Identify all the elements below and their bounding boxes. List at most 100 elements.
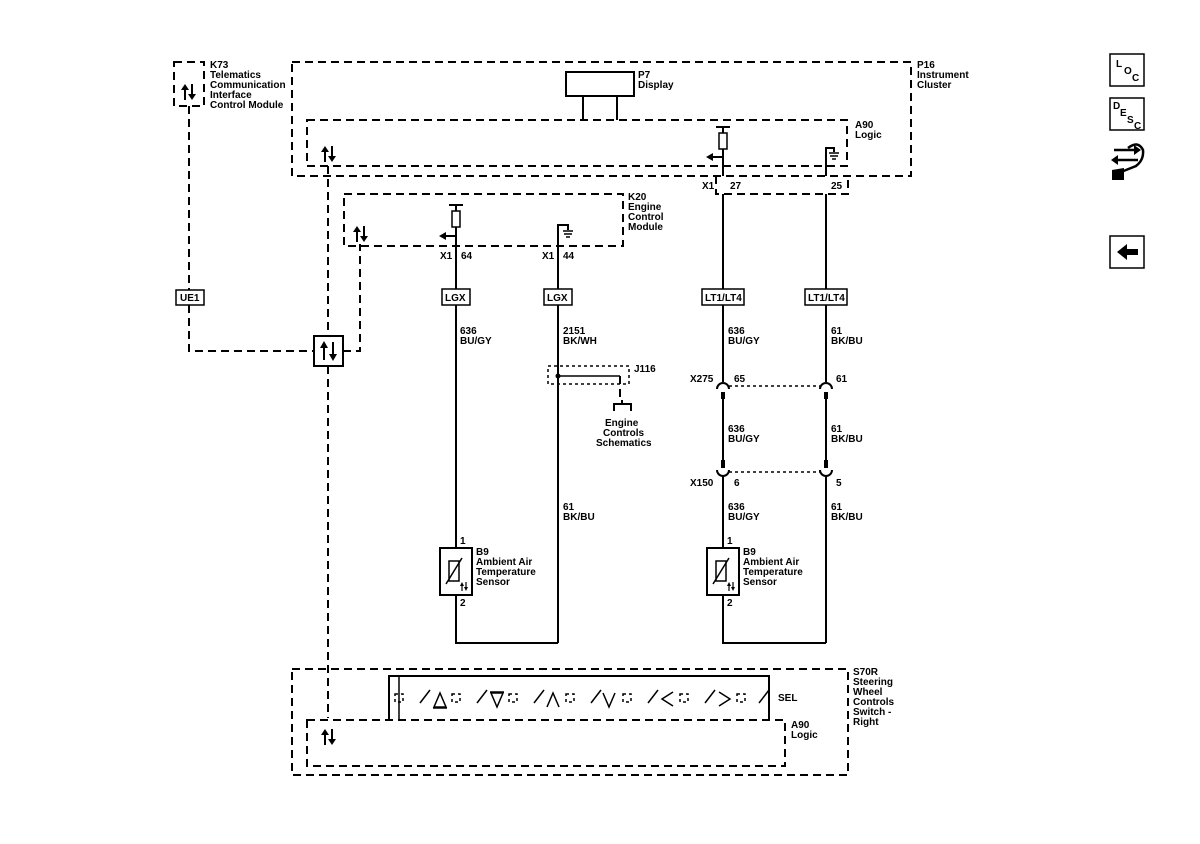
s70r-logic-name: Logic [791,730,818,741]
p16-ref: P16 [917,60,935,71]
switch-right [679,689,732,707]
k20-ground-icon [557,224,573,246]
s70r-name-line-1: Steering [853,677,893,688]
b9-a-name-line-3: Sensor [476,577,510,588]
k20-serial-data-arrows-icon [353,226,368,242]
wire-61-circuit-d: 61 [831,502,843,513]
wire-61-color-d: BK/BU [831,512,863,523]
b9-a-name-line-2: Temperature [476,567,536,578]
k73-telematics-module: K73 Telematics Communication Interface C… [173,60,286,111]
lgx-option-text-b: LGX [547,293,568,304]
k20-x1-label-b: X1 [542,251,555,262]
p16-serial-data-arrows-icon [321,146,336,162]
wire-61-circuit-b: 61 [831,326,843,337]
wire-636-circuit-c: 636 [728,424,745,435]
wire-61-circuit-c: 61 [831,424,843,435]
lgx-option-label-b: LGX [543,288,573,306]
s70r-serial-data-arrows-icon [321,729,336,745]
lgx-option-text-a: LGX [445,293,466,304]
x150-label: X150 [690,478,714,489]
k73-name-line-1: Telematics [210,70,261,81]
b9-a-name-line-1: Ambient Air [476,557,532,568]
b9-b-name-line-3: Sensor [743,577,777,588]
wire-636-circuit-a: 636 [460,326,477,337]
switch-volume-down [451,689,505,709]
s70r-logic-ref: A90 [791,720,810,731]
location-view-button[interactable]: L O C [1109,53,1145,87]
s70r-name-line-4: Switch - [853,707,891,718]
p16-name-line-1: Instrument [917,70,969,81]
b9-a-pin-2: 2 [460,598,466,609]
wire-61-color-b: BK/BU [831,336,863,347]
b9-ambient-air-temperature-sensor-a: 1 2 B9 Ambient Air Temperature Sensor [439,536,536,609]
s70r-name-line-5: Right [853,717,879,728]
desc-letter-d: D [1113,101,1120,112]
b9-ambient-air-temperature-sensor-b: 1 2 B9 Ambient Air Temperature Sensor [706,536,803,609]
engine-controls-ref-line-2: Controls [603,428,645,439]
k20-pullup-resistor-icon [439,204,463,246]
k20-x1-label-a: X1 [440,251,453,262]
x150-pin-6: 6 [734,478,740,489]
k20-engine-control-module: K20 Engine Control Module X1 64 X1 44 [343,192,664,262]
b9-b-name-line-2: Temperature [743,567,803,578]
s70r-name-line-3: Controls [853,697,895,708]
wire-636-color-b: BU/GY [728,336,760,347]
ue1-label: UE1 [180,293,200,304]
wire-636-color-a: BU/GY [460,336,492,347]
lt-option-text-b: LT1/LT4 [808,293,845,304]
back-button[interactable] [1109,235,1145,269]
diagnostic-procedure-button[interactable] [1111,143,1145,180]
wire-61-circuit-a: 61 [563,502,575,513]
p16-logic-name: Logic [855,130,882,141]
b9-b-ref: B9 [743,547,756,558]
x275-inline-connector: X275 65 61 [690,374,848,399]
k20-pin-44: 44 [563,251,575,262]
wire-636-color-c: BU/GY [728,434,760,445]
switch-select: SEL [736,689,797,704]
desc-letter-s: S [1127,115,1134,126]
b9-b-pin-2: 2 [727,598,733,609]
p16-x1-connector: X1 27 25 [702,176,849,195]
k20-name-line-1: Engine [628,202,662,213]
wire-636-color-d: BU/GY [728,512,760,523]
switch-resistor-ladder: SEL [394,676,797,720]
p16-pin-25: 25 [831,181,843,192]
back-arrow-icon [1117,244,1138,260]
desc-letter-c: C [1134,121,1141,132]
b9-b-name-line-1: Ambient Air [743,557,799,568]
p7-display: P7 Display [565,70,674,120]
b9-a-pin-1: 1 [460,536,466,547]
p7-ref: P7 [638,70,651,81]
switch-up [508,689,560,708]
s70r-steering-wheel-controls-switch: S70R Steering Wheel Controls Switch - Ri… [291,667,895,776]
lt-option-label-b: LT1/LT4 [804,288,848,306]
x275-label: X275 [690,374,714,385]
wire-2151-color: BK/WH [563,336,597,347]
engine-controls-ref-line-3: Schematics [596,438,652,449]
wire-2151-circuit: 2151 [563,326,586,337]
lt-option-label-a: LT1/LT4 [701,288,745,306]
wire-61-color-a: BK/BU [563,512,595,523]
engine-controls-ref-line-1: Engine [605,418,639,429]
lgx-option-label-a: LGX [441,288,471,306]
switch-left [622,689,674,707]
x275-pin-65: 65 [734,374,746,385]
wire-636-circuit-d: 636 [728,502,745,513]
description-view-button[interactable]: D E S C [1109,97,1145,132]
loc-letter-c: C [1132,73,1139,84]
k20-pin-64: 64 [461,251,473,262]
p16-x1-label: X1 [702,181,715,192]
ue1-connector: UE1 [175,289,205,306]
lt-option-text-a: LT1/LT4 [705,293,742,304]
k20-ref: K20 [628,192,647,203]
j116-splice-pack: J116 Engine Controls Schematics [547,364,656,449]
k73-name-line-2: Communication [210,80,286,91]
loc-letter-o: O [1124,66,1132,77]
x275-pin-61: 61 [836,374,848,385]
p16-name-line-2: Cluster [917,80,952,91]
b9-a-ref: B9 [476,547,489,558]
p16-instrument-cluster: P16 Instrument Cluster P7 Display A90 Lo… [291,60,969,177]
p16-pullup-resistor-icon [706,126,730,176]
wire-636-circuit-b: 636 [728,326,745,337]
